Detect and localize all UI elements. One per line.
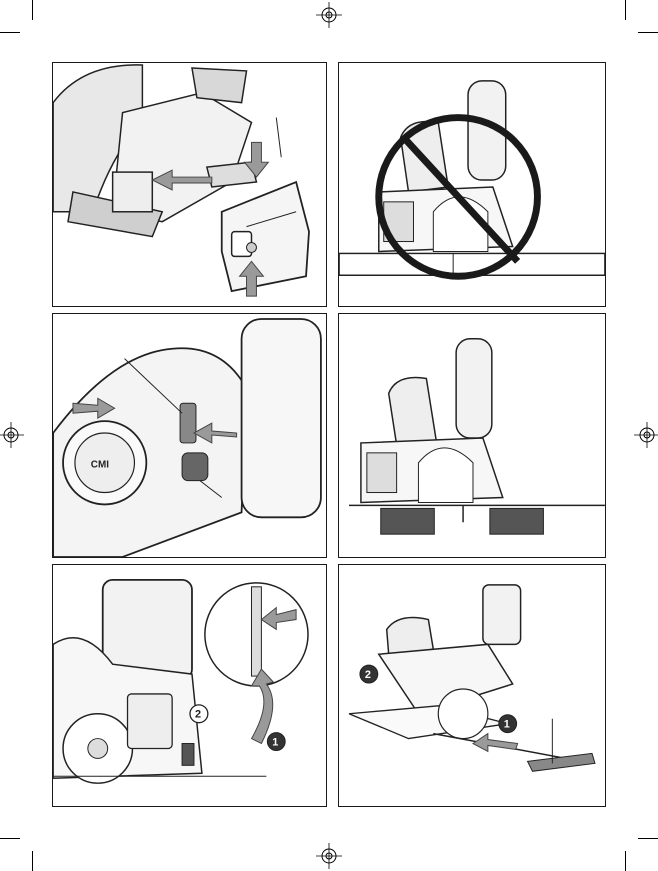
correct-support-illustration <box>339 314 605 557</box>
depth-adjust-illustration: 2 1 <box>53 565 326 806</box>
registration-mark-bottom <box>316 843 342 869</box>
switch-lock-illustration: CMI <box>53 314 326 557</box>
crop-mark <box>625 0 626 20</box>
crop-mark <box>0 838 20 839</box>
step-marker-2: 2 <box>195 709 201 721</box>
registration-mark-right <box>634 422 658 448</box>
crop-mark <box>625 851 626 871</box>
crop-mark <box>0 32 20 33</box>
crop-mark <box>638 32 658 33</box>
step-marker-2-guide: 2 <box>365 669 371 681</box>
guide-fence-illustration: 2 1 <box>339 565 605 806</box>
prohibited-cut-illustration <box>339 63 605 306</box>
figure-panel-switch-lock: CMI <box>52 313 327 558</box>
figure-panel-correct-support <box>338 313 606 558</box>
figure-panel-depth-adjust: 2 1 <box>52 564 327 807</box>
step-marker-1: 1 <box>272 737 278 749</box>
figure-panel-guide-fence: 2 1 <box>338 564 606 807</box>
registration-mark-left <box>0 422 24 448</box>
crop-mark <box>638 838 658 839</box>
step-marker-1-guide: 1 <box>504 719 510 731</box>
figure-panel-battery-insert <box>52 62 327 307</box>
brand-mark: CMI <box>91 460 109 471</box>
battery-insert-illustration <box>53 63 326 306</box>
crop-mark <box>32 0 33 20</box>
crop-mark <box>32 851 33 871</box>
registration-mark-top <box>316 2 342 28</box>
figure-panel-incorrect-support <box>338 62 606 307</box>
